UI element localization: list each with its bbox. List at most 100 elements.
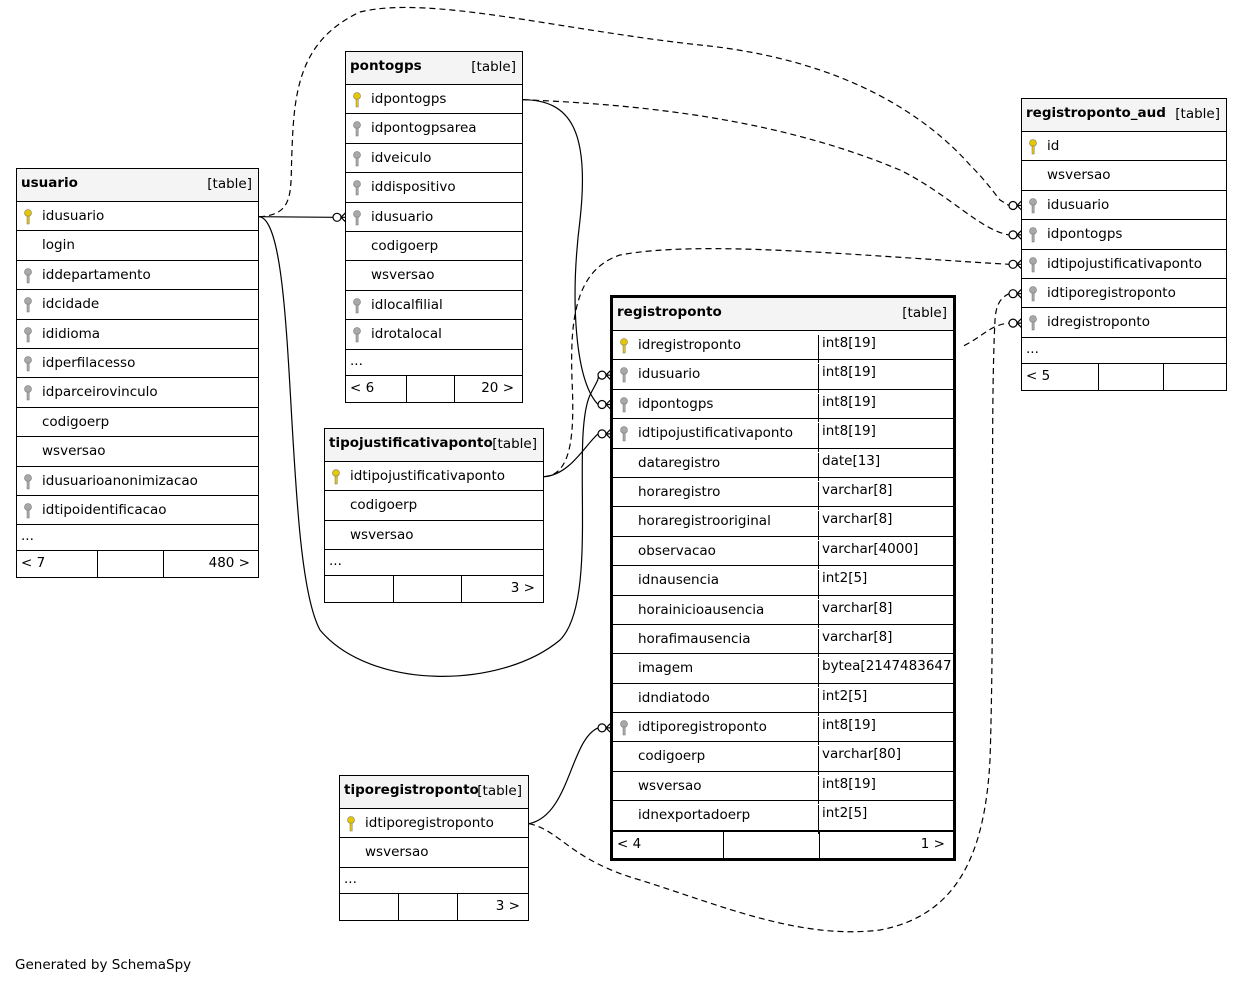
more-columns-indicator[interactable]: ... bbox=[1022, 338, 1226, 364]
parents-count[interactable]: < 7 bbox=[21, 555, 46, 572]
column-row[interactable]: idpontogpsarea bbox=[346, 114, 522, 144]
table-name[interactable]: tipojustificativaponto bbox=[329, 435, 493, 451]
column-row[interactable]: codigoerp bbox=[17, 408, 258, 438]
column-name[interactable]: idregistroponto bbox=[638, 337, 741, 353]
more-columns-indicator[interactable]: ... bbox=[17, 525, 258, 552]
column-name[interactable]: idveiculo bbox=[371, 149, 432, 166]
column-row[interactable]: iddepartamento bbox=[17, 261, 258, 291]
column-name[interactable]: idpontogps bbox=[371, 91, 447, 107]
column-name[interactable]: codigoerp bbox=[371, 237, 439, 254]
column-name[interactable]: idcidade bbox=[42, 296, 100, 313]
column-name[interactable]: wsversao bbox=[42, 443, 106, 460]
more-columns-indicator[interactable]: ... bbox=[346, 350, 522, 376]
table-name[interactable]: registroponto_aud bbox=[1026, 105, 1166, 121]
more-columns-indicator[interactable]: ... bbox=[340, 868, 528, 894]
column-name[interactable]: horafimausencia bbox=[638, 630, 751, 647]
column-name[interactable]: iddispositivo bbox=[371, 179, 456, 196]
column-name[interactable]: idusuario bbox=[371, 208, 434, 225]
table-name[interactable]: tiporegistroponto bbox=[344, 782, 479, 798]
column-name[interactable]: idregistroponto bbox=[1047, 314, 1150, 331]
column-name[interactable]: idtipoidentificacao bbox=[42, 501, 167, 518]
column-row[interactable]: idveiculo bbox=[346, 144, 522, 174]
column-name[interactable]: idtiporegistroponto bbox=[1047, 284, 1176, 301]
column-row[interactable]: idrotalocal bbox=[346, 320, 522, 350]
more-columns-indicator[interactable]: ... bbox=[325, 550, 543, 577]
column-name[interactable]: idtiporegistroponto bbox=[365, 815, 494, 831]
column-row[interactable]: idusuario bbox=[1022, 191, 1226, 221]
column-row[interactable]: idcidade bbox=[17, 290, 258, 320]
column-row[interactable]: idpontogps bbox=[346, 85, 522, 115]
column-name[interactable]: idrotalocal bbox=[371, 326, 442, 343]
column-name[interactable]: idusuarioanonimizacao bbox=[42, 472, 198, 489]
column-name[interactable]: idtipojustificativaponto bbox=[638, 425, 794, 442]
column-row[interactable]: wsversao bbox=[340, 838, 528, 868]
column-name[interactable]: horaregistro bbox=[638, 483, 721, 500]
column-row[interactable]: wsversao bbox=[325, 521, 543, 551]
column-row[interactable]: iddispositivo bbox=[346, 173, 522, 203]
column-row[interactable]: id bbox=[1022, 132, 1226, 162]
parents-count[interactable]: < 4 bbox=[617, 835, 642, 852]
column-name[interactable]: dataregistro bbox=[638, 454, 721, 471]
column-name[interactable]: iddepartamento bbox=[42, 266, 151, 283]
column-name[interactable]: idnexportadoerp bbox=[638, 807, 751, 824]
children-count[interactable]: 1 > bbox=[920, 835, 945, 852]
column-name[interactable]: idtiporegistroponto bbox=[638, 719, 767, 736]
column-row[interactable]: idusuario bbox=[17, 202, 258, 232]
column-name[interactable]: login bbox=[42, 237, 75, 254]
column-name[interactable]: idpontogpsarea bbox=[371, 120, 477, 137]
column-name[interactable]: idparceirovinculo bbox=[42, 384, 158, 401]
column-name[interactable]: codigoerp bbox=[42, 413, 110, 430]
column-row[interactable]: login bbox=[17, 231, 258, 261]
column-name[interactable]: idperfilacesso bbox=[42, 354, 136, 371]
column-name[interactable]: wsversao bbox=[1047, 167, 1111, 184]
table-name[interactable]: pontogps bbox=[350, 58, 422, 74]
table-name[interactable]: registroponto bbox=[617, 304, 722, 320]
column-row[interactable]: idtipojustificativaponto bbox=[1022, 250, 1226, 279]
column-row[interactable]: idtipojustificativaponto bbox=[325, 462, 543, 492]
column-name[interactable]: idusuario bbox=[1047, 196, 1110, 213]
column-name[interactable]: wsversao bbox=[638, 777, 702, 794]
column-name[interactable]: idlocalfilial bbox=[371, 296, 443, 313]
column-name[interactable]: imagem bbox=[638, 660, 694, 677]
children-count[interactable]: 3 > bbox=[510, 580, 535, 597]
column-name[interactable]: wsversao bbox=[350, 526, 414, 543]
column-name[interactable]: horainicioausencia bbox=[638, 601, 765, 618]
table-name[interactable]: usuario bbox=[21, 175, 78, 191]
column-row[interactable]: wsversao bbox=[17, 437, 258, 467]
parents-count[interactable]: < 6 bbox=[350, 379, 375, 396]
column-name[interactable]: wsversao bbox=[371, 267, 435, 284]
column-row[interactable]: idusuarioanonimizacao bbox=[17, 467, 258, 496]
column-name[interactable]: idtipojustificativaponto bbox=[350, 468, 506, 484]
column-row[interactable]: idregistroponto bbox=[1022, 308, 1226, 338]
column-name[interactable]: horaregistrooriginal bbox=[638, 513, 771, 530]
table-tiporegistroponto[interactable]: tiporegistroponto[table]idtiporegistropo… bbox=[339, 775, 529, 921]
column-row[interactable]: idperfilacesso bbox=[17, 349, 258, 379]
column-name[interactable]: idndiatodo bbox=[638, 689, 710, 706]
column-row[interactable]: idlocalfilial bbox=[346, 291, 522, 321]
column-row[interactable]: codigoerp bbox=[325, 491, 543, 521]
column-row[interactable]: idpontogps bbox=[1022, 220, 1226, 250]
column-row[interactable]: idtiporegistroponto bbox=[1022, 279, 1226, 309]
column-row[interactable]: codigoerp bbox=[346, 232, 522, 262]
column-row[interactable]: idtipoidentificacao bbox=[17, 496, 258, 526]
children-count[interactable]: 480 > bbox=[208, 555, 250, 572]
column-name[interactable]: ididioma bbox=[42, 325, 101, 342]
column-name[interactable]: idnausencia bbox=[638, 572, 720, 589]
column-name[interactable]: idusuario bbox=[42, 208, 105, 224]
